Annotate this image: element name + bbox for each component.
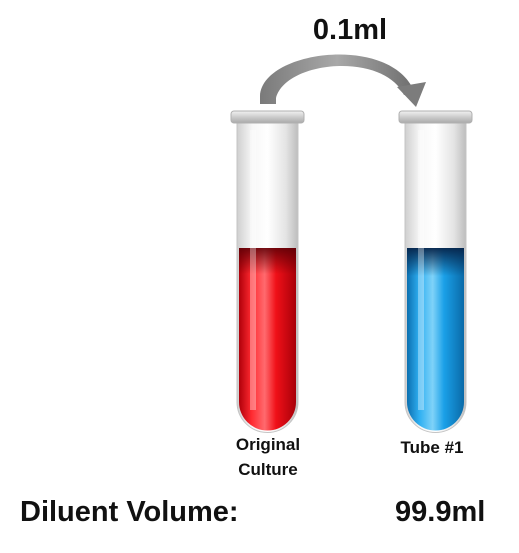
tube-1-label: Tube #1	[400, 438, 464, 457]
original-culture-liquid	[239, 248, 296, 431]
original-culture-tube	[230, 110, 305, 433]
tube-1	[398, 110, 473, 433]
diluent-volume-label: Diluent Volume:	[20, 496, 239, 528]
transfer-arrow-icon	[260, 54, 426, 107]
diluent-volume-value: 99.9ml	[395, 496, 486, 528]
original-culture-label: Original Culture	[213, 432, 323, 482]
tube-1-liquid	[407, 248, 464, 431]
transfer-volume-label: 0.1ml	[312, 14, 388, 46]
original-culture-label-line2: Culture	[238, 460, 298, 479]
original-culture-label-line1: Original	[235, 435, 301, 454]
